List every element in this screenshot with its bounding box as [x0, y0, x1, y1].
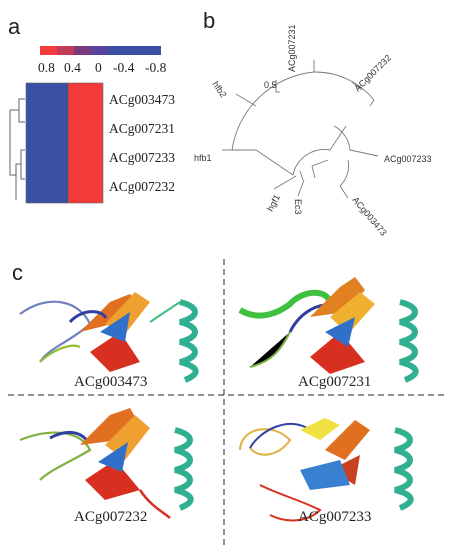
panel-label-c: c — [12, 260, 23, 285]
row-dendrogram — [9, 98, 25, 200]
scale-bar-label: 0.5 — [264, 80, 277, 90]
structure-grid-lines — [8, 259, 445, 545]
structure-label: ACg007231 — [298, 374, 372, 390]
heatmap-column-1 — [26, 83, 68, 203]
tree-leaf-label: ACg007231 — [287, 24, 297, 72]
tree-leaf-label: ACg003473 — [350, 195, 388, 238]
protein-structure-2 — [238, 277, 419, 383]
heatmap-row-label: ACg007233 — [109, 150, 175, 165]
tree-branches — [222, 60, 379, 199]
tree-leaf-label: hfb1 — [194, 153, 212, 163]
structure-label: ACg007233 — [298, 509, 372, 525]
tree-leaf-label: Ec3 — [293, 199, 303, 215]
scale-swatch-1 — [57, 46, 74, 55]
heatmap-column-2 — [68, 83, 103, 203]
protein-structure-3 — [19, 408, 194, 519]
panel-label-a: a — [8, 14, 21, 39]
heatmap-row-label: ACg007232 — [109, 179, 175, 194]
color-scale: 0.8 0.4 0 -0.4 -0.8 — [38, 46, 167, 75]
heatmap-panel: 0.8 0.4 0 -0.4 -0.8 ACg003473 ACg007231 … — [9, 46, 175, 204]
scale-tick-label: 0.4 — [64, 60, 81, 75]
scale-tick-label: 0.8 — [38, 60, 55, 75]
tree-leaf-label: ACg007233 — [384, 154, 432, 164]
scale-tick-label: 0 — [95, 60, 102, 75]
phylo-tree-panel: 0.5 ACg007231 ACg007232 ACg007233 ACg003… — [194, 24, 432, 238]
structure-label: ACg007232 — [74, 509, 148, 525]
scale-bar: 0.5 — [264, 80, 280, 93]
scale-swatch-0 — [40, 46, 57, 55]
tree-leaf-label: hfb2 — [210, 79, 228, 99]
panel-label-b: b — [203, 8, 216, 33]
scale-swatch-2 — [74, 46, 91, 55]
scale-swatch-3 — [91, 46, 108, 55]
structure-label: ACg003473 — [74, 374, 148, 390]
scale-tick-label: -0.8 — [145, 60, 167, 75]
scale-swatch-4 — [108, 46, 161, 55]
scale-tick-label: -0.4 — [113, 60, 135, 75]
heatmap-row-label: ACg003473 — [109, 92, 175, 107]
protein-structure-1 — [19, 292, 199, 383]
tree-leaf-label: hgf1 — [265, 193, 282, 213]
protein-structure-4 — [239, 418, 414, 522]
heatmap-row-label: ACg007231 — [109, 121, 175, 136]
tree-leaf-label: ACg007232 — [352, 53, 393, 94]
